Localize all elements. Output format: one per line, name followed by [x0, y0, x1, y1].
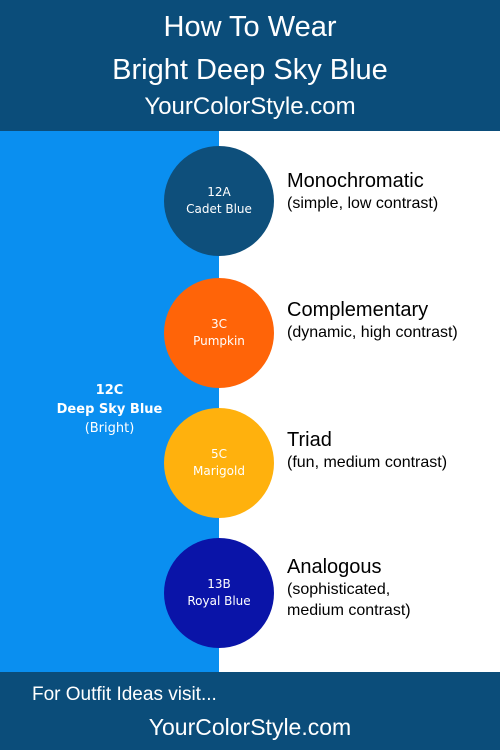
scheme-title: Triad — [287, 429, 332, 451]
scheme-complementary: Complementary (dynamic, high contrast) — [287, 298, 458, 343]
scheme-triad: Triad (fun, medium contrast) — [287, 428, 447, 473]
base-color-descriptor: (Bright) — [84, 421, 135, 436]
base-color-label: 12C Deep Sky Blue (Bright) — [0, 382, 219, 438]
scheme-description: (fun, medium contrast) — [287, 454, 448, 471]
scheme-title: Monochromatic — [287, 170, 424, 192]
page-title-line-2: Bright Deep Sky Blue — [112, 54, 388, 86]
base-color-name: Deep Sky Blue — [56, 402, 163, 417]
swatch-cadet-blue: 12A Cadet Blue — [164, 146, 274, 256]
footer-prompt: For Outfit Ideas visit... — [32, 684, 217, 705]
scheme-description: (simple, low contrast) — [287, 195, 439, 212]
swatch-name: Royal Blue — [187, 594, 251, 608]
scheme-description-line-1: (sophisticated, — [287, 581, 391, 598]
page-title-line-1: How To Wear — [163, 11, 337, 43]
swatch-name: Pumpkin — [193, 334, 245, 348]
swatch-name: Marigold — [193, 464, 245, 478]
footer-site-link[interactable]: YourColorStyle.com — [148, 714, 352, 740]
header-site-link[interactable]: YourColorStyle.com — [144, 93, 356, 120]
swatch-code: 5C — [210, 447, 227, 461]
swatch-pumpkin: 3C Pumpkin — [164, 278, 274, 388]
scheme-analogous: Analogous (sophisticated, medium contras… — [287, 555, 411, 621]
scheme-title: Analogous — [287, 556, 382, 578]
swatch-royal-blue: 13B Royal Blue — [164, 538, 274, 648]
scheme-description: (dynamic, high contrast) — [287, 324, 458, 341]
swatch-marigold: 5C Marigold — [164, 408, 274, 518]
swatch-code: 3C — [210, 317, 227, 331]
header-banner: How To Wear Bright Deep Sky Blue YourCol… — [0, 0, 500, 131]
swatch-code: 12A — [207, 185, 231, 199]
base-color-code: 12C — [95, 383, 124, 398]
swatch-code: 13B — [207, 577, 231, 591]
swatch-name: Cadet Blue — [186, 202, 252, 216]
scheme-monochromatic: Monochromatic (simple, low contrast) — [287, 169, 438, 214]
scheme-description-line-2: medium contrast) — [287, 602, 411, 619]
scheme-title: Complementary — [287, 299, 429, 321]
footer-banner: For Outfit Ideas visit... YourColorStyle… — [0, 672, 500, 750]
